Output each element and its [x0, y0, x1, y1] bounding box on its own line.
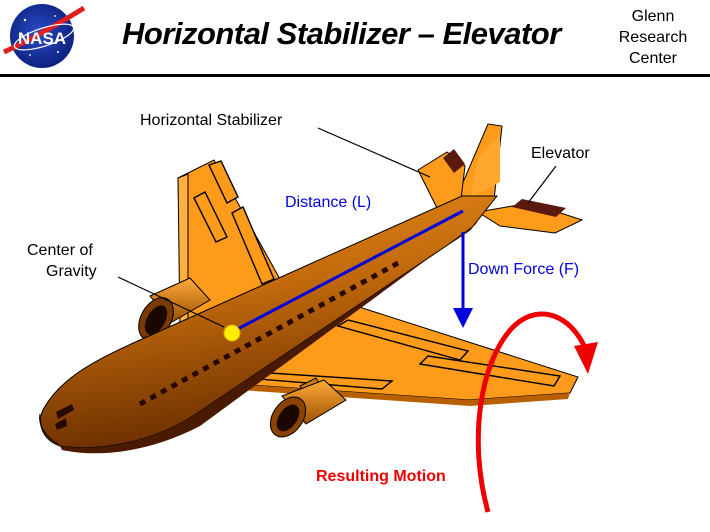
- glenn-research-center-label: Glenn Research Center: [596, 6, 710, 69]
- nasa-logo: NASA: [2, 4, 86, 68]
- resulting-motion-label: Resulting Motion: [316, 468, 446, 485]
- elevator: [512, 199, 566, 217]
- center-line-2: Research: [618, 29, 688, 46]
- page-title: Horizontal Stabilizer – Elevator: [122, 16, 561, 51]
- center-of-gravity-label-line1: Center of: [27, 242, 93, 259]
- elevator-label: Elevator: [531, 145, 590, 162]
- horizontal-stabilizer: [417, 149, 584, 234]
- center-of-gravity-marker: [223, 324, 241, 342]
- fuselage: [39, 195, 499, 454]
- resulting-motion-arrow: [475, 311, 598, 513]
- distance-line: [231, 209, 464, 334]
- nasa-logo-text: NASA: [18, 29, 66, 48]
- cg-leader-line: [117, 276, 225, 328]
- elevator-leader-line: [527, 165, 557, 204]
- horizontal-stabilizer-label: Horizontal Stabilizer: [140, 112, 283, 129]
- far-engine: [138, 277, 211, 341]
- near-engine: [269, 377, 347, 438]
- header-divider: [0, 74, 710, 77]
- center-of-gravity-label-line2: Gravity: [46, 263, 97, 280]
- down-force-arrow: [453, 232, 473, 328]
- distance-label: Distance (L): [285, 194, 372, 211]
- center-line-3: Center: [628, 50, 678, 67]
- center-line-1: Glenn: [631, 8, 675, 25]
- down-force-label: Down Force (F): [468, 261, 580, 278]
- stabilizer-leader-line: [317, 127, 431, 178]
